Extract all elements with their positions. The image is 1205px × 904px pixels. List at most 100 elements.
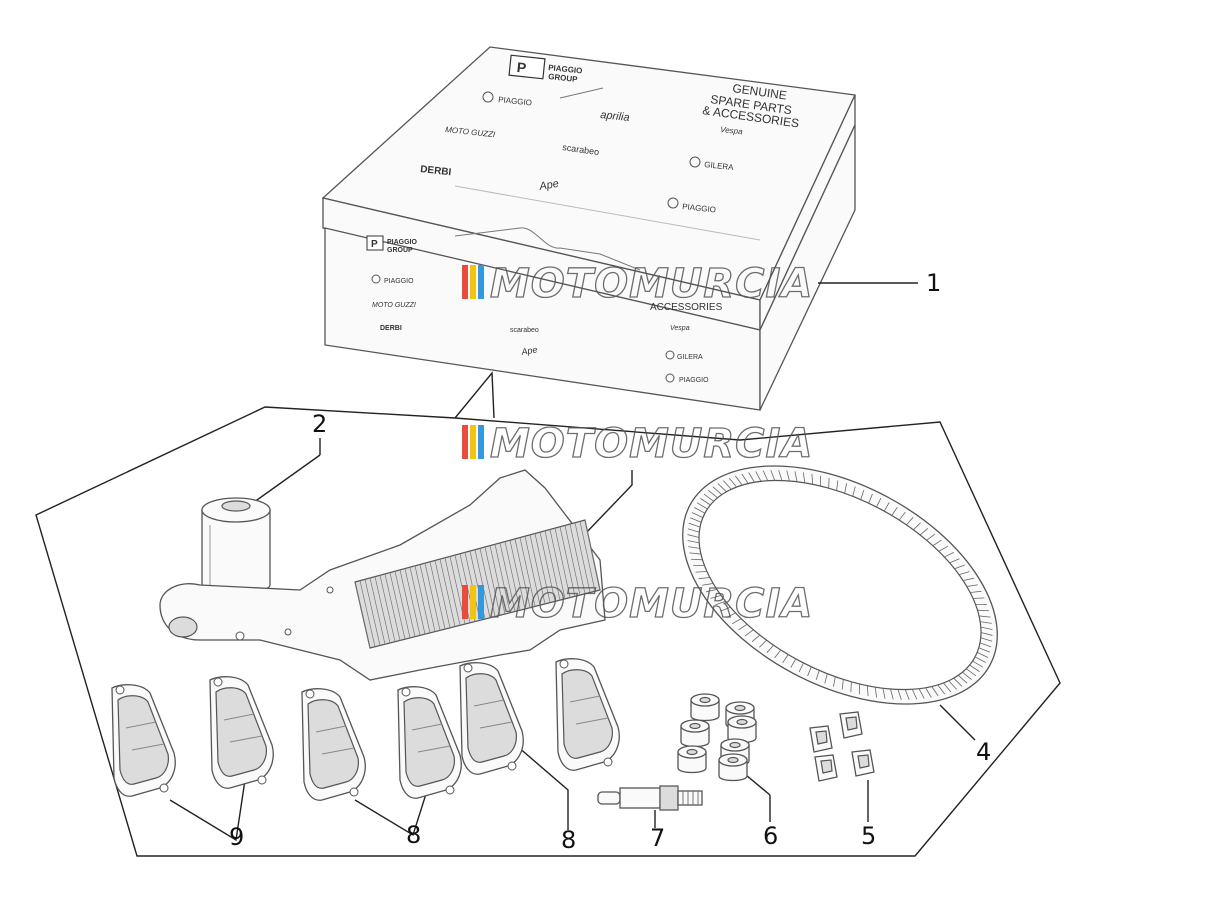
belt-tooth — [973, 597, 985, 599]
filter-pleat — [504, 541, 521, 611]
variator-sliders — [809, 711, 875, 782]
brake-pad — [209, 676, 274, 789]
svg-text:P: P — [516, 59, 527, 76]
svg-text:PIAGGIO: PIAGGIO — [679, 377, 709, 384]
box-brand-top-2: GROUP — [548, 72, 579, 84]
filter-pleat — [564, 525, 581, 596]
filter-pleat — [359, 580, 376, 647]
roller-bore — [686, 748, 698, 756]
belt-tooth — [844, 483, 847, 494]
belt-tooth — [706, 589, 717, 593]
belt-tooth — [966, 584, 978, 587]
pad-hole — [445, 785, 455, 795]
belt-tooth — [868, 493, 873, 504]
belt-tooth — [717, 483, 727, 493]
svg-text:GILERA: GILERA — [677, 354, 703, 361]
belt-tooth — [751, 634, 761, 642]
slider — [814, 754, 838, 782]
filter-pleat — [404, 568, 421, 636]
callout-4: 4 — [976, 738, 991, 766]
brake-pad — [555, 658, 620, 771]
belt-tooth — [703, 493, 715, 502]
belt-tooth — [836, 480, 839, 491]
pad-groove — [417, 745, 451, 753]
belt-tooth — [774, 649, 782, 659]
pad-friction — [215, 687, 267, 777]
box-right-face — [759, 124, 856, 411]
filter-pleat — [439, 559, 456, 627]
belt-tooth — [738, 623, 748, 631]
kit-outline — [35, 406, 1061, 857]
watermark-middle: MOTOMURCIA — [462, 420, 813, 468]
belt-tooth — [852, 486, 856, 497]
pad-groove — [569, 695, 601, 703]
filter-pleat — [364, 579, 381, 646]
callout-8a: 8 — [406, 821, 421, 849]
belt-tooth — [972, 660, 984, 668]
belt-tooth — [882, 688, 886, 699]
belt-tooth — [741, 473, 749, 484]
roller-bore — [736, 718, 748, 726]
filter-pleat — [509, 540, 526, 609]
box-side-brand-2: GROUP — [387, 247, 413, 254]
belt-tooth — [687, 528, 700, 533]
belt-tooth — [728, 477, 737, 488]
slider-inner — [845, 716, 858, 731]
belt-tooth — [790, 658, 797, 668]
belt-tooth — [770, 470, 776, 481]
belt-tooth — [782, 654, 789, 664]
belt-tooth — [919, 528, 929, 536]
svg-text:MOTOMURCIA: MOTOMURCIA — [490, 261, 813, 307]
belt-tooth — [689, 552, 701, 555]
callout-9: 9 — [229, 823, 244, 851]
piaggio-p-icon — [508, 54, 546, 80]
filter-pleat — [444, 557, 461, 626]
belt-tooth — [953, 677, 963, 687]
pad-hole — [401, 687, 411, 697]
filter-pleat — [484, 546, 501, 616]
filter-pleat — [574, 522, 591, 593]
filter-pleat — [494, 544, 511, 613]
filter-pleat — [529, 534, 546, 604]
svg-text:MOTOMURCIA: MOTOMURCIA — [490, 421, 813, 467]
belt-tooth — [698, 577, 710, 580]
filter-pleat — [544, 530, 561, 601]
belt-tooth — [712, 486, 723, 495]
belt-tooth — [828, 477, 830, 489]
belt-tooth — [824, 673, 828, 684]
slider — [839, 711, 863, 739]
belt-tooth — [980, 637, 993, 642]
roller — [690, 693, 720, 722]
pad-hole — [257, 775, 267, 785]
drive-belt — [682, 465, 998, 705]
roller-bore — [729, 741, 741, 749]
filter-pleat — [579, 521, 596, 592]
belt-tooth — [943, 682, 952, 693]
belt-tooth — [969, 664, 980, 672]
belt-tooth — [913, 522, 921, 531]
svg-text:Vespa: Vespa — [670, 325, 690, 332]
belt-tooth — [979, 615, 991, 618]
svg-text:GILERA: GILERA — [704, 160, 735, 172]
belt-tooth — [723, 480, 732, 490]
pad-hole — [349, 787, 359, 797]
pad-hole — [463, 663, 473, 673]
belt-tooth — [860, 489, 865, 500]
filter-pleat — [419, 564, 436, 632]
filter-pleat — [434, 560, 451, 628]
callout-8b: 8 — [561, 826, 576, 854]
box-side-logos: PIAGGIO MOTO GUZZI DERBI scarabeo Ape Ve… — [371, 274, 709, 384]
roller-bore — [699, 696, 711, 704]
belt-tooth — [977, 652, 989, 658]
watermark-top: MOTOMURCIA — [462, 260, 813, 308]
filter-pleat — [514, 538, 531, 608]
filter-pleat — [384, 573, 401, 641]
svg-text:P: P — [371, 239, 378, 250]
box-brand-top-1: PIAGGIO — [548, 63, 583, 76]
filter-pleat — [489, 545, 506, 615]
pad-hole — [115, 685, 125, 695]
belt-tooth — [944, 552, 955, 558]
filter-pleat — [524, 536, 541, 606]
pad-groove — [411, 723, 443, 731]
